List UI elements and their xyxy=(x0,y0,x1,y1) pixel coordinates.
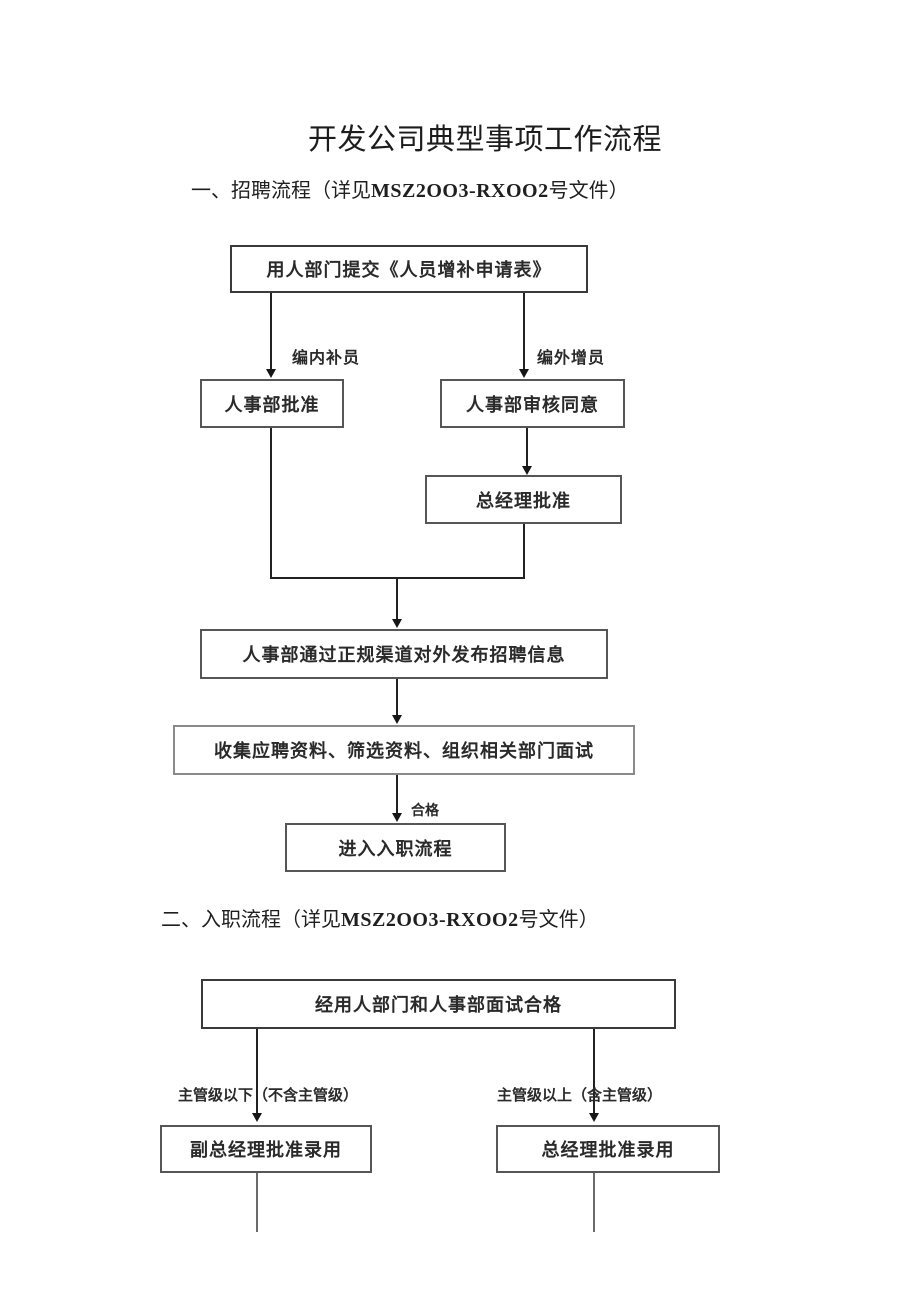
flow-node-hr-approve: 人事部批准 xyxy=(200,379,344,428)
arrow-down-head xyxy=(519,369,529,378)
flow-node-publish-info: 人事部通过正规渠道对外发布招聘信息 xyxy=(200,629,608,679)
connector-merge-right xyxy=(523,524,525,579)
flow-node-hr-review: 人事部审核同意 xyxy=(440,379,625,428)
section-1-heading: 一、招聘流程（详见MSZ2OO3-RXOO2号文件） xyxy=(191,174,629,203)
connector-merge-left xyxy=(270,428,272,579)
flow-node-enter-onboarding: 进入入职流程 xyxy=(285,823,506,872)
arrow-down-head xyxy=(252,1113,262,1122)
section-1-heading-code: MSZ2OO3-RXOO2 xyxy=(371,180,549,202)
arrow-down-head xyxy=(266,369,276,378)
flow-node-deputy-gm-approve-hire: 副总经理批准录用 xyxy=(160,1125,372,1173)
connector-merge-horizontal xyxy=(270,577,525,579)
section-2-heading-prefix: 二、入职流程（详见 xyxy=(161,909,341,931)
arrow-down-head xyxy=(392,813,402,822)
section-2-heading-suffix: 号文件） xyxy=(518,909,599,931)
flow-node-gm-approve: 总经理批准 xyxy=(425,475,622,524)
arrow-down-head xyxy=(522,466,532,475)
section-1-heading-suffix: 号文件） xyxy=(548,180,629,202)
section-2-heading-code: MSZ2OO3-RXOO2 xyxy=(341,909,519,931)
arrow-down-head xyxy=(392,715,402,724)
arrow-down-head xyxy=(392,619,402,628)
connector-collect-to-enter xyxy=(396,775,398,813)
flow-node-interview-pass: 经用人部门和人事部面试合格 xyxy=(201,979,676,1029)
edge-label-supervisor-and-above: 主管级以上（含主管级） xyxy=(497,1088,663,1104)
connector-publish-to-collect xyxy=(396,679,398,715)
connector-branch-left xyxy=(270,293,272,369)
flow-node-gm-approve-hire: 总经理批准录用 xyxy=(496,1125,720,1173)
flow-node-submit-form: 用人部门提交《人员增补申请表》 xyxy=(230,245,588,293)
flow-node-collect-screen-interview: 收集应聘资料、筛选资料、组织相关部门面试 xyxy=(173,725,635,775)
section-1-heading-prefix: 一、招聘流程（详见 xyxy=(191,180,371,202)
arrow-down-head xyxy=(589,1113,599,1122)
edge-label-pass: 合格 xyxy=(411,804,439,819)
connector-branch-right xyxy=(523,293,525,369)
connector-stub-right xyxy=(593,1173,595,1232)
connector-merge-drop xyxy=(396,579,398,619)
connector-hr-review-to-gm xyxy=(526,428,528,466)
connector-branch-right xyxy=(593,1029,595,1113)
edge-label-internal-staffing: 编内补员 xyxy=(292,350,361,367)
document-title: 开发公司典型事项工作流程 xyxy=(307,124,662,156)
connector-branch-left xyxy=(256,1029,258,1113)
connector-stub-left xyxy=(256,1173,258,1232)
section-2-heading: 二、入职流程（详见MSZ2OO3-RXOO2号文件） xyxy=(161,903,599,932)
edge-label-below-supervisor: 主管级以下（不含主管级） xyxy=(178,1088,359,1104)
edge-label-external-staffing: 编外增员 xyxy=(537,350,606,367)
